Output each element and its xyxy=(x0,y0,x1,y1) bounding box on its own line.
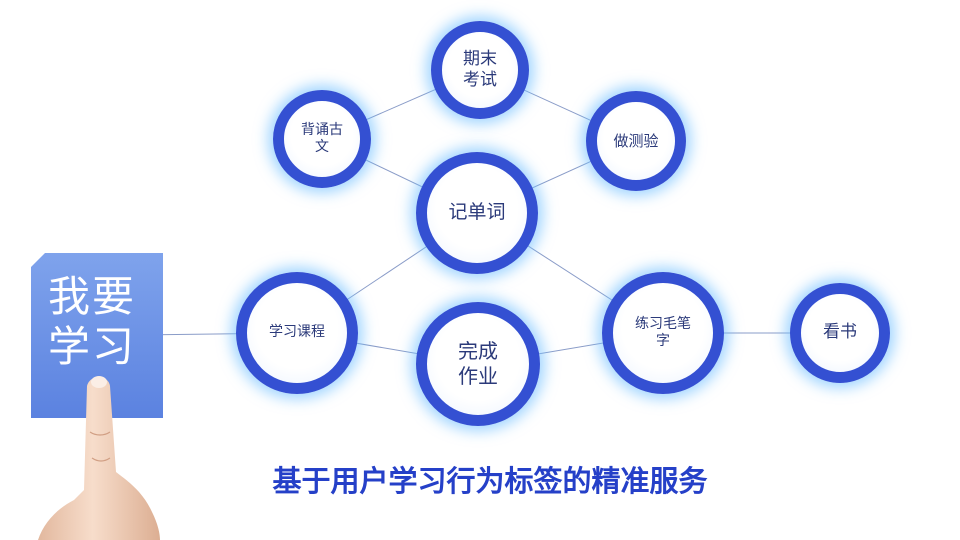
node-label-line: 期末 xyxy=(463,49,497,70)
node-read-books[interactable]: 看书 xyxy=(790,283,890,383)
node-label-line: 字 xyxy=(635,333,691,351)
tag-label-line: 我要 xyxy=(48,272,148,322)
tag-label-line: 学习 xyxy=(48,322,148,372)
node-do-quiz[interactable]: 做测验 xyxy=(586,91,686,191)
node-study-course[interactable]: 学习课程 xyxy=(236,272,358,394)
node-memorize-words[interactable]: 记单词 xyxy=(416,152,538,274)
node-finish-homework[interactable]: 完成作业 xyxy=(416,302,540,426)
node-label-line: 学习课程 xyxy=(269,324,325,342)
pointing-finger-image xyxy=(30,372,170,540)
node-final-exam[interactable]: 期末考试 xyxy=(431,21,529,119)
node-recite-classical[interactable]: 背诵古文 xyxy=(273,90,371,188)
node-label-line: 作业 xyxy=(458,364,498,389)
node-label-line: 看书 xyxy=(823,322,857,343)
node-label-line: 考试 xyxy=(463,70,497,91)
node-label-line: 做测验 xyxy=(613,132,658,151)
node-label-line: 记单词 xyxy=(448,201,505,225)
node-label-line: 文 xyxy=(301,139,343,157)
diagram-caption: 基于用户学习行为标签的精准服务 xyxy=(0,458,960,500)
node-practice-calligraphy[interactable]: 练习毛笔字 xyxy=(602,272,724,394)
node-label-line: 练习毛笔 xyxy=(635,316,691,334)
node-label-line: 背诵古 xyxy=(301,122,343,140)
node-label-line: 完成 xyxy=(458,339,498,364)
tag-label: 我要 学习 xyxy=(48,272,148,372)
